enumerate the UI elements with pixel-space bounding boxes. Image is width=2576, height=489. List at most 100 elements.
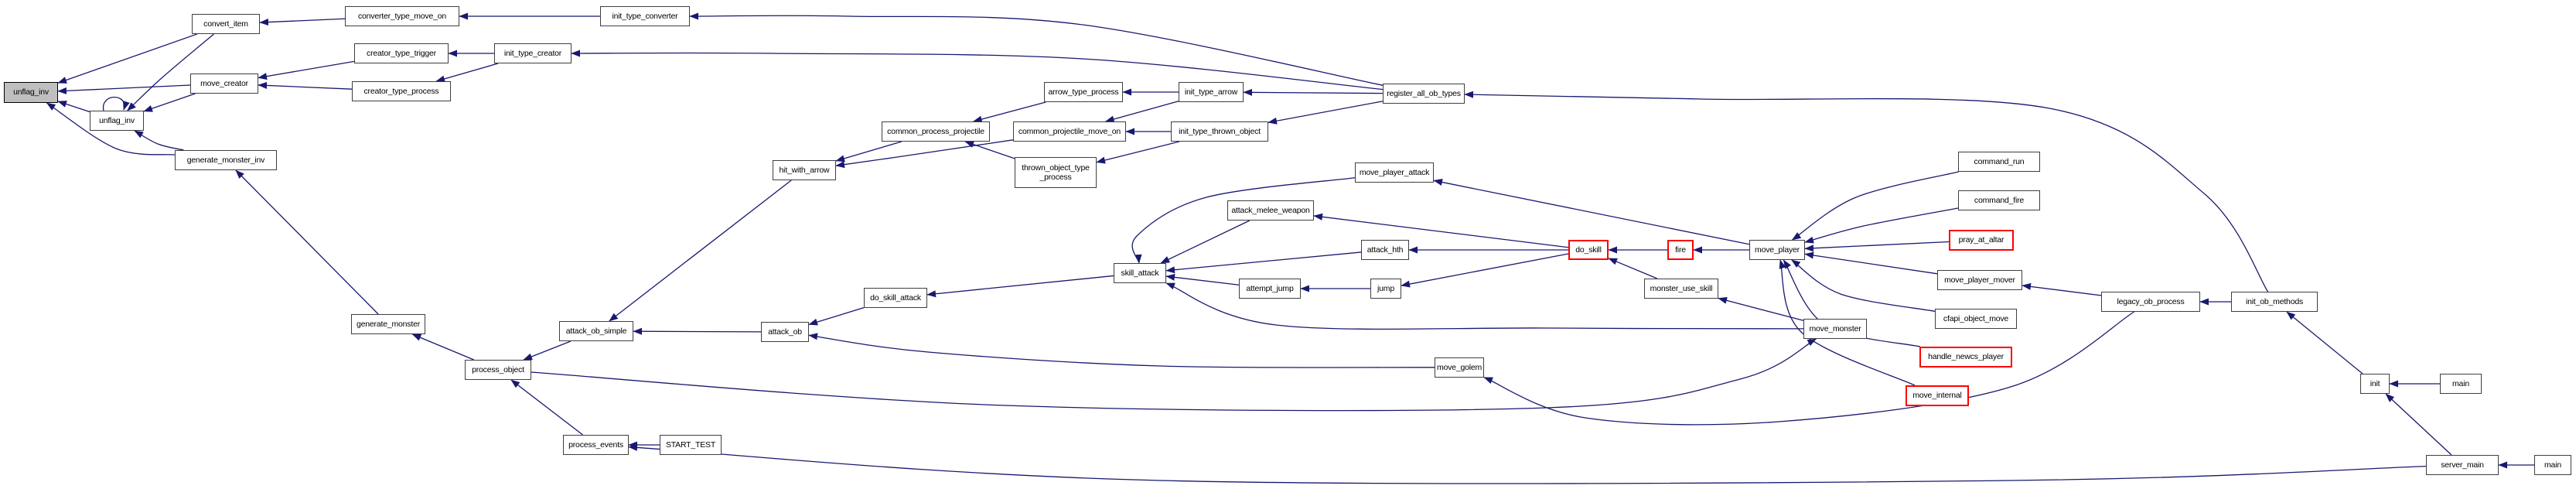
edge-register_all_ob_types-to-init_type_converter	[689, 12, 1384, 86]
graph-node-START_TEST[interactable]: START_TEST	[660, 435, 722, 455]
edge-creator_type_trigger-to-move_creator	[258, 60, 355, 80]
graph-node-process_object[interactable]: process_object	[465, 360, 531, 380]
graph-node-hit_with_arrow[interactable]: hit_with_arrow	[773, 160, 836, 180]
graph-node-attack_ob[interactable]: attack_ob	[761, 322, 809, 342]
edge-pray_at_altar-to-move_player	[1804, 241, 1950, 252]
graph-node-do_skill[interactable]: do_skill	[1568, 240, 1609, 260]
edge-skill_attack-to-do_skill_attack	[926, 275, 1114, 298]
graph-node-init[interactable]: init	[2360, 374, 2390, 394]
graph-node-fire[interactable]: fire	[1667, 240, 1694, 260]
graph-node-common_process_projectile[interactable]: common_process_projectile	[882, 121, 990, 142]
graph-node-init_type_arrow[interactable]: init_type_arrow	[1179, 82, 1244, 102]
graph-node-command_run[interactable]: command_run	[1958, 152, 2040, 172]
graph-node-creator_type_trigger[interactable]: creator_type_trigger	[354, 43, 449, 63]
edge-process_object-to-generate_monster	[411, 333, 474, 361]
graph-node-cfapi_object_move[interactable]: cfapi_object_move	[1935, 309, 2017, 329]
graph-node-do_skill_attack[interactable]: do_skill_attack	[864, 288, 927, 308]
edge-unflag_inv2-to-unflag_inv_main	[57, 101, 90, 113]
graph-node-command_fire[interactable]: command_fire	[1958, 190, 2040, 210]
graph-node-attempt_jump[interactable]: attempt_jump	[1239, 279, 1301, 299]
graph-node-legacy_ob_process[interactable]: legacy_ob_process	[2101, 292, 2200, 312]
graph-node-converter_type_move_on[interactable]: converter_type_move_on	[345, 6, 459, 26]
graph-node-skill_attack[interactable]: skill_attack	[1114, 263, 1166, 283]
graph-node-unflag_inv2[interactable]: unflag_inv	[90, 111, 144, 131]
edge-unflag_inv2-to-unflag_inv2	[103, 96, 130, 111]
edge-do_skill-to-attack_melee_weapon	[1313, 213, 1569, 248]
edge-monster_use_skill-to-do_skill	[1608, 258, 1658, 279]
graph-node-move_creator[interactable]: move_creator	[190, 74, 258, 94]
graph-node-thrown_object_type_process[interactable]: thrown_object_type _process	[1015, 157, 1097, 188]
graph-node-monster_use_skill[interactable]: monster_use_skill	[1644, 279, 1718, 299]
edge-attack_ob_simple-to-process_object	[523, 340, 571, 361]
edge-legacy_ob_process-to-move_player_mover	[2022, 282, 2102, 296]
edge-register_all_ob_types-to-init_type_arrow	[1243, 88, 1384, 96]
edge-register_all_ob_types-to-init_type_creator	[571, 50, 1384, 91]
edge-generate_monster_inv-to-unflag_inv_main	[46, 102, 176, 156]
graph-node-move_internal[interactable]: move_internal	[1906, 385, 1969, 406]
edge-server_main-to-process_events	[628, 443, 2427, 484]
graph-node-move_golem[interactable]: move_golem	[1435, 357, 1484, 378]
edge-convert_item-to-unflag_inv2	[127, 33, 214, 111]
edge-converter_type_move_on-to-convert_item	[259, 18, 346, 26]
graph-node-pray_at_altar[interactable]: pray_at_altar	[1949, 230, 2014, 251]
edge-hit_with_arrow-to-attack_ob_simple	[609, 180, 792, 322]
edge-generate_monster-to-generate_monster_inv	[235, 169, 379, 315]
edge-common_projectile_move_on-to-hit_with_arrow	[835, 139, 1014, 169]
graph-node-arrow_type_process[interactable]: arrow_type_process	[1044, 82, 1123, 102]
edge-register_all_ob_types-to-init_type_thrown_object	[1268, 101, 1384, 125]
graph-node-common_projectile_move_on[interactable]: common_projectile_move_on	[1013, 121, 1126, 142]
graph-node-generate_monster_inv[interactable]: generate_monster_inv	[175, 150, 277, 170]
edge-do_skill_attack-to-attack_ob	[808, 306, 865, 326]
edge-process_object-to-move_monster	[531, 338, 1817, 412]
edge-attempt_jump-to-skill_attack	[1165, 273, 1240, 286]
graph-node-init_ob_methods[interactable]: init_ob_methods	[2231, 292, 2318, 312]
edge-command_fire-to-move_player	[1804, 207, 1959, 244]
edge-move_monster-to-monster_use_skill	[1718, 296, 1804, 321]
edge-attack_melee_weapon-to-skill_attack	[1160, 220, 1250, 264]
edge-move_creator-to-unflag_inv2	[143, 93, 196, 112]
graph-node-move_monster[interactable]: move_monster	[1803, 319, 1867, 339]
edge-move_internal-to-move_player	[1779, 259, 1916, 386]
edge-move_creator-to-unflag_inv_main	[57, 84, 191, 94]
edge-process_events-to-process_object	[510, 379, 583, 436]
edge-init_type_thrown_object-to-thrown_object_type_process	[1096, 141, 1180, 164]
edge-move_golem-to-attack_ob	[808, 333, 1435, 368]
graph-node-attack_melee_weapon[interactable]: attack_melee_weapon	[1227, 200, 1314, 221]
graph-node-main_a[interactable]: main	[2440, 374, 2482, 394]
edge-move_player_attack-to-skill_attack	[1131, 177, 1356, 264]
edge-attack_ob-to-attack_ob_simple	[633, 327, 762, 335]
graph-node-process_events[interactable]: process_events	[563, 435, 629, 455]
graph-node-move_player[interactable]: move_player	[1749, 240, 1805, 260]
graph-node-unflag_inv_main[interactable]: unflag_inv	[4, 82, 58, 103]
graph-node-handle_newcs_player[interactable]: handle_newcs_player	[1919, 347, 2012, 368]
edge-move_player-to-move_player_attack	[1433, 179, 1750, 245]
graph-node-attack_hth[interactable]: attack_hth	[1361, 240, 1409, 260]
graph-node-init_type_converter[interactable]: init_type_converter	[600, 6, 690, 26]
edge-creator_type_process-to-move_creator	[258, 81, 353, 90]
edge-init-to-init_ob_methods	[2286, 311, 2363, 374]
graph-node-register_all_ob_types[interactable]: register_all_ob_types	[1383, 84, 1465, 104]
graph-node-attack_ob_simple[interactable]: attack_ob_simple	[559, 321, 633, 341]
edge-do_skill-to-jump	[1401, 253, 1569, 288]
edge-init_type_arrow-to-common_projectile_move_on	[1105, 101, 1179, 123]
graph-node-init_type_creator[interactable]: init_type_creator	[494, 43, 571, 63]
edge-command_run-to-move_player	[1791, 171, 1959, 241]
edge-move_player_mover-to-move_player	[1804, 251, 1938, 275]
graph-node-jump[interactable]: jump	[1370, 279, 1401, 299]
edge-server_main-to-init	[2385, 393, 2452, 456]
graph-node-move_player_attack[interactable]: move_player_attack	[1355, 162, 1434, 183]
graph-node-server_main[interactable]: server_main	[2426, 455, 2499, 475]
graph-node-convert_item[interactable]: convert_item	[192, 14, 260, 34]
edge-convert_item-to-unflag_inv_main	[57, 33, 198, 84]
graph-node-move_player_mover[interactable]: move_player_mover	[1937, 270, 2022, 290]
edge-thrown_object_type_process-to-common_process_projectile	[964, 141, 1015, 159]
graph-node-generate_monster[interactable]: generate_monster	[351, 314, 425, 334]
graph-node-creator_type_process[interactable]: creator_type_process	[352, 81, 451, 101]
graph-node-main_b[interactable]: main	[2534, 455, 2571, 475]
graph-node-init_type_thrown_object[interactable]: init_type_thrown_object	[1171, 121, 1268, 142]
edge-move_monster-to-skill_attack	[1165, 282, 1804, 330]
edge-init_type_creator-to-creator_type_process	[435, 63, 499, 83]
edge-arrow_type_process-to-common_process_projectile	[973, 101, 1046, 123]
